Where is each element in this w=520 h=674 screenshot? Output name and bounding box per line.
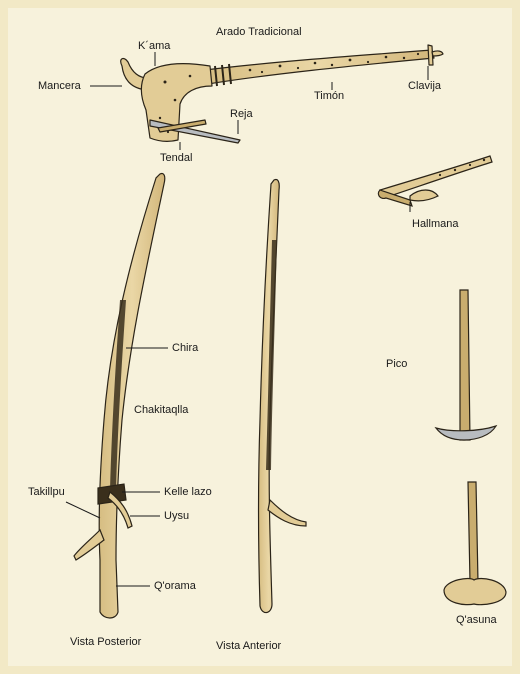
label-qorama: Q'orama [154,580,196,592]
label-kama: K´ama [138,40,170,52]
label-qasuna: Q'asuna [456,614,497,626]
label-vista-anterior: Vista Anterior [216,640,281,652]
label-chira: Chira [172,342,198,354]
label-timon: Timón [314,90,344,102]
label-clavija: Clavija [408,80,441,92]
plough-beam [205,50,434,84]
hallmana-drawing [378,156,492,212]
chakitaqlla-anterior-drawing [259,179,307,612]
label-kelle-lazo: Kelle lazo [164,486,212,498]
plough-title: Arado Tradicional [216,26,302,38]
qasuna-drawing [444,482,506,605]
label-pico: Pico [386,358,407,370]
pico-drawing [436,290,496,440]
label-hallmana: Hallmana [412,218,458,230]
label-takillpu: Takillpu [28,486,65,498]
label-tendal: Tendal [160,152,192,164]
label-uysu: Uysu [164,510,189,522]
label-vista-posterior: Vista Posterior [70,636,141,648]
plough-drawing [121,45,443,143]
label-reja: Reja [230,108,253,120]
label-mancera: Mancera [38,80,81,92]
chakitaqlla-posterior-drawing [74,173,165,618]
label-chakitaqlla: Chakitaqlla [134,404,188,416]
